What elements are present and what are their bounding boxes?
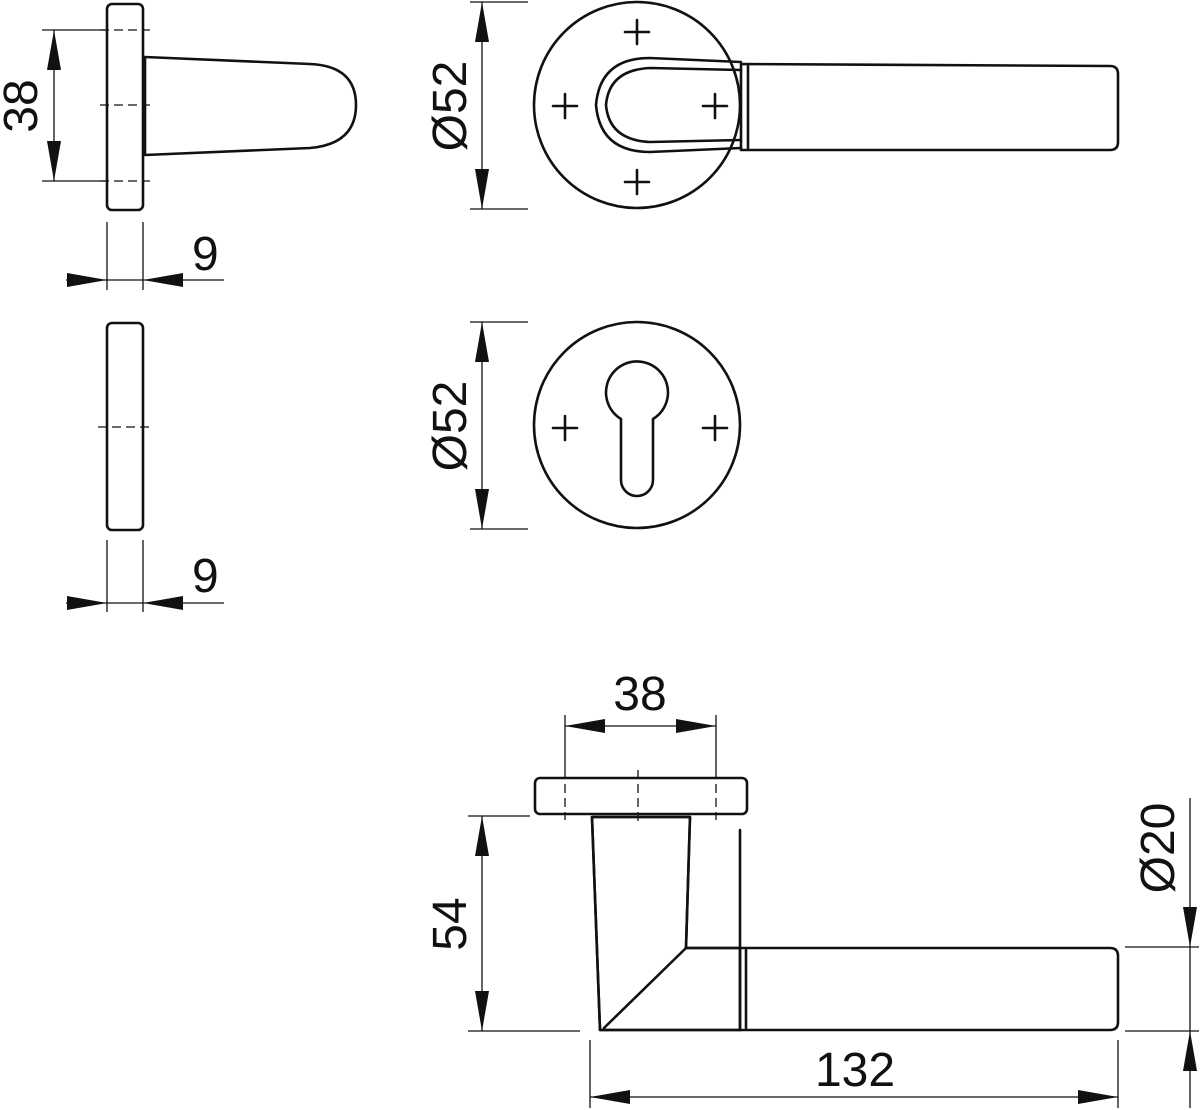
dim-label-9-upper: 9 <box>192 228 219 281</box>
plus-mark-left <box>551 92 579 120</box>
arrowhead <box>475 2 489 42</box>
dim-side-escutcheon-thickness: 9 <box>66 540 224 612</box>
front-escutcheon-circle <box>532 320 742 530</box>
dim-front-escutcheon-diameter: Ø52 <box>424 321 528 530</box>
dim-top-lever-projection: 54 <box>424 815 580 1032</box>
top-rose-plate <box>533 776 749 816</box>
arrowhead <box>143 596 183 610</box>
dim-label-38-vertical: 38 <box>0 79 48 132</box>
plus-mark-top <box>623 18 651 46</box>
side-rose-plate <box>105 2 145 212</box>
front-lever-boss-outer <box>594 56 743 154</box>
arrowhead <box>47 141 61 181</box>
plus-mark-escutcheon-left <box>551 414 579 442</box>
side-view-escutcheon <box>98 321 150 532</box>
front-view-lever-rose <box>532 0 1120 210</box>
dim-side-rose-thickness: 9 <box>66 222 224 290</box>
plus-mark-bottom <box>623 168 651 196</box>
arrowhead <box>47 30 61 70</box>
plus-mark-escutcheon-right <box>701 414 729 442</box>
dim-label-38-horizontal: 38 <box>613 668 666 721</box>
top-lever-neck-outline <box>590 815 742 1032</box>
arrowhead <box>143 273 183 287</box>
dim-label-52-lower: Ø52 <box>424 381 477 472</box>
front-lever-boss-inner <box>604 66 743 144</box>
dim-top-lever-diameter: Ø20 <box>1125 798 1199 1108</box>
arrowhead <box>475 489 489 529</box>
arrowhead <box>67 596 107 610</box>
side-view-lever-rose <box>100 2 358 212</box>
dim-side-rose-height: 38 <box>0 29 106 182</box>
arrowhead <box>565 719 605 733</box>
dim-label-52-upper: Ø52 <box>424 61 477 152</box>
arrowhead <box>1183 1031 1197 1071</box>
side-lever-neck <box>143 55 358 157</box>
dim-label-54: 54 <box>424 897 477 950</box>
arrowhead <box>475 991 489 1031</box>
arrowhead <box>1078 1090 1118 1104</box>
top-lever-arm <box>738 946 1120 1032</box>
top-view-lever <box>533 770 1120 1032</box>
dim-top-lever-length: 132 <box>589 1040 1119 1108</box>
dim-label-9-lower: 9 <box>192 550 219 603</box>
cylinder-keyhole <box>604 360 670 498</box>
arrowhead <box>475 322 489 362</box>
dim-front-rose-diameter: Ø52 <box>424 1 528 210</box>
front-view-escutcheon <box>532 320 742 530</box>
arrowhead <box>590 1090 630 1104</box>
top-lever-neck <box>590 815 742 1032</box>
front-lever-arm <box>739 62 1120 152</box>
plus-mark-right <box>701 92 729 120</box>
arrowhead <box>475 169 489 209</box>
arrowhead <box>67 273 107 287</box>
arrowhead <box>676 719 716 733</box>
dim-top-rose-span: 38 <box>564 668 717 770</box>
dim-label-132: 132 <box>815 1044 895 1097</box>
top-lever-bevel <box>602 946 688 1030</box>
arrowhead <box>1183 907 1197 947</box>
dim-label-20: Ø20 <box>1132 803 1185 894</box>
arrowhead <box>475 816 489 856</box>
